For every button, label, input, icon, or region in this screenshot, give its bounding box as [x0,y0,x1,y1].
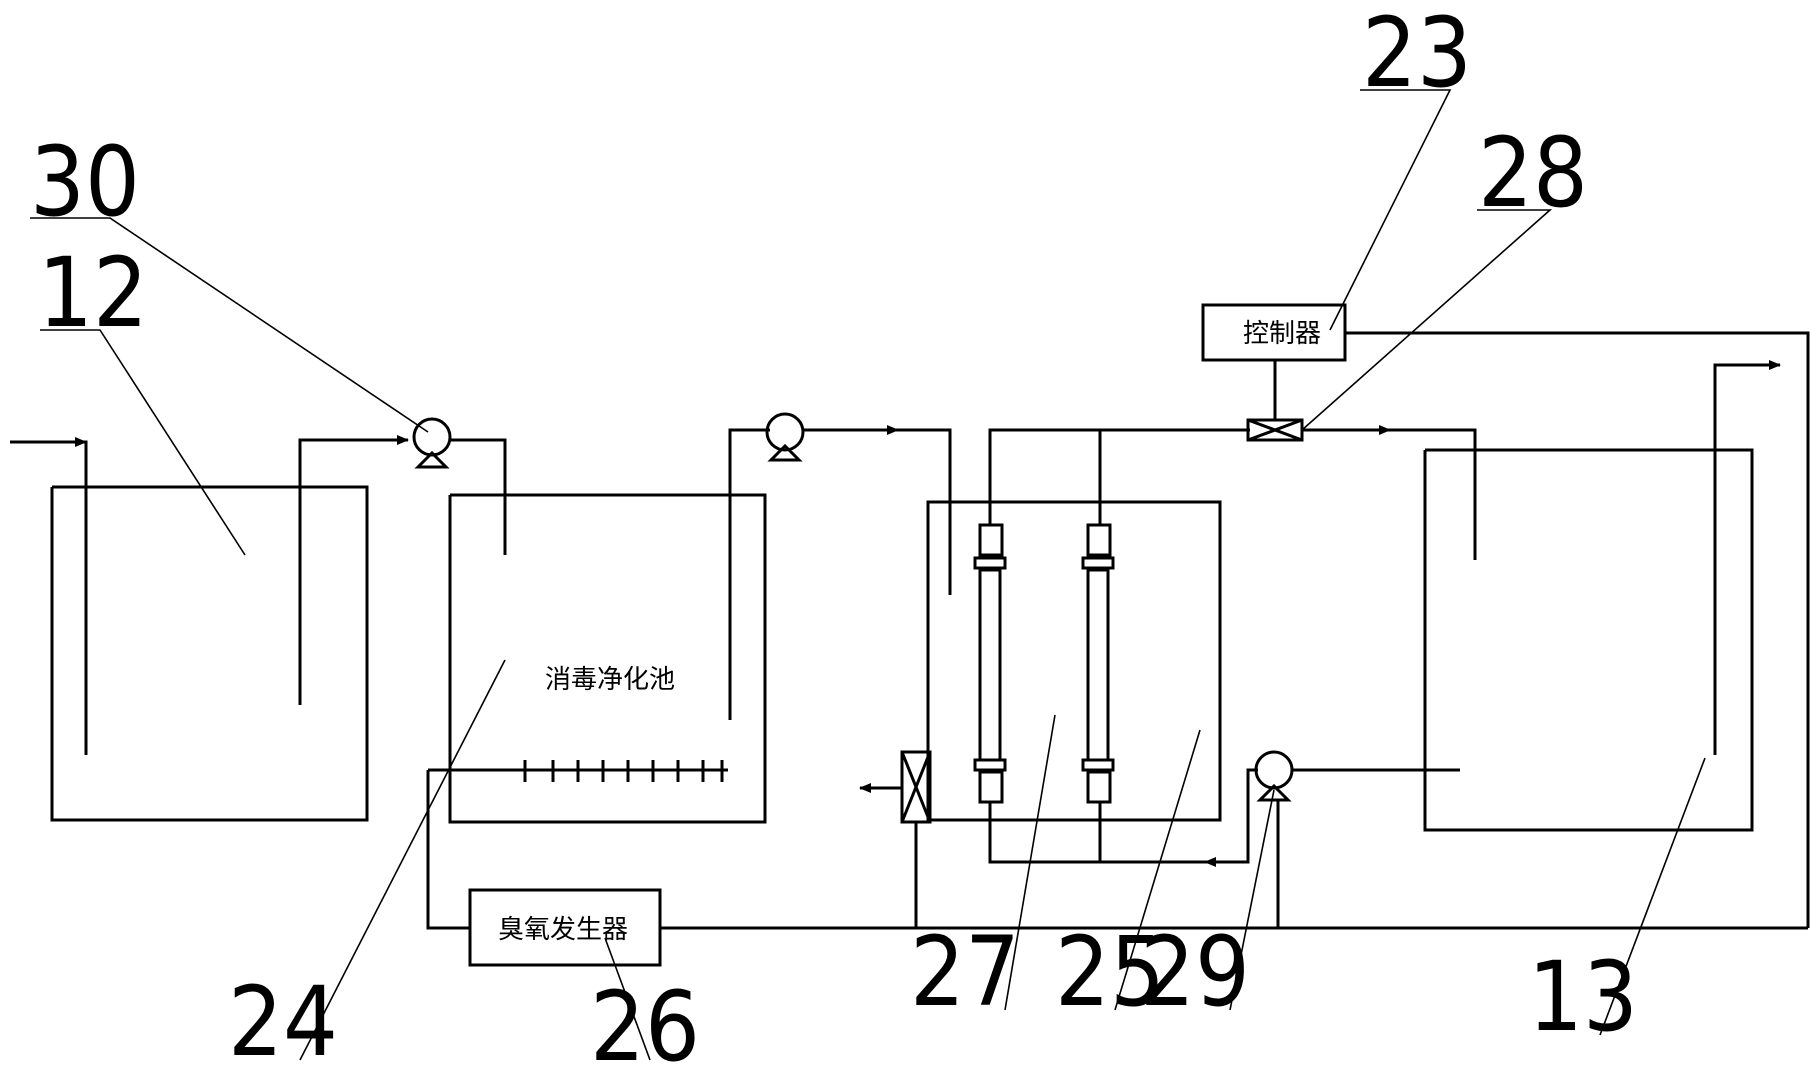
callout-27: 27 [910,916,1020,1028]
callout-13: 13 [1528,941,1638,1053]
disinfection-tank-label: 消毒净化池 [545,665,675,695]
valve-28-icon [1246,418,1477,560]
pump-transfer-icon [765,412,952,595]
disinfection-tank: 消毒净化池 [428,428,770,824]
clean-water-tank [1423,360,1781,832]
callout-29: 29 [1140,916,1250,1028]
ozone-generator-label: 臭氧发生器 [498,915,628,945]
raw-water-tank [10,437,400,822]
callout-28: 28 [1478,117,1588,229]
callout-30: 30 [30,126,140,238]
callout-numbers: 30 12 23 28 24 26 27 25 29 13 [30,0,1638,1068]
callout-26: 26 [590,971,700,1068]
callout-25: 25 [1055,916,1165,1028]
callout-23: 23 [1362,0,1472,109]
pump-29-icon [1200,750,1460,928]
leader-lines [30,89,1706,1061]
ozone-generator: 臭氧发生器 [426,770,1808,967]
callout-24: 24 [228,966,338,1068]
controller-box: 控制器 [1201,303,1810,928]
pump-30-icon [390,417,507,555]
controller-label: 控制器 [1243,319,1321,349]
membrane-box [859,428,1250,928]
callout-12: 12 [38,237,148,349]
